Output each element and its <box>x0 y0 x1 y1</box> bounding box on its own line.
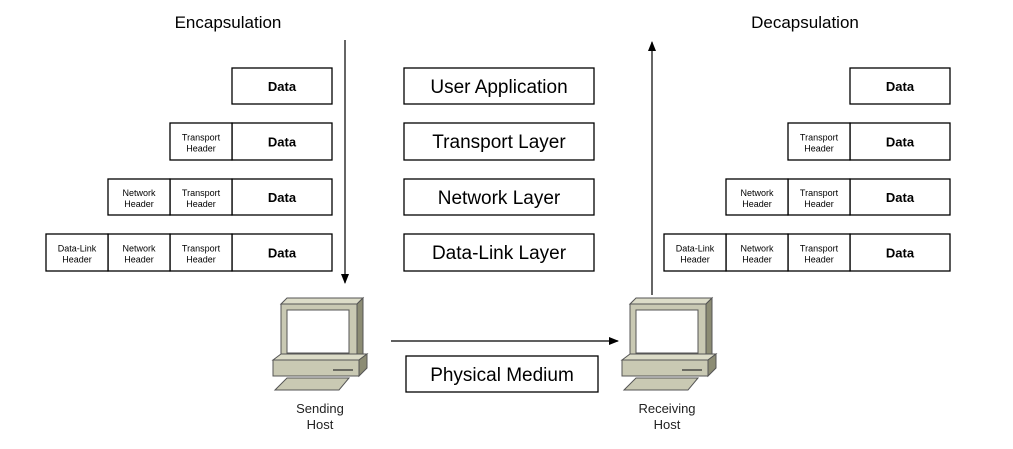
network-header-label: Header <box>742 255 772 265</box>
network-header-label: Network <box>122 188 156 198</box>
svg-text:User Application: User Application <box>430 77 567 98</box>
data-label: Data <box>268 79 297 94</box>
layer-data-link: Data-Link Layer <box>403 233 595 272</box>
encap-data-cell: Data <box>231 233 333 272</box>
network-header-label: Header <box>124 199 154 209</box>
transport-header-label: Header <box>186 144 216 154</box>
decap-data-cell: Data <box>849 67 951 105</box>
transport-header-label: Transport <box>182 188 221 198</box>
transport-header-label: Transport <box>182 133 221 143</box>
transport-header-label: Header <box>186 199 216 209</box>
network-header-label: Header <box>742 199 772 209</box>
data-label: Data <box>268 190 297 205</box>
data-label: Data <box>886 79 915 94</box>
decap-data-cell: Data <box>849 233 951 272</box>
transport-header-label: Header <box>804 255 834 265</box>
network-header-label: Header <box>124 255 154 265</box>
receiving-host-label-2: Host <box>654 417 681 432</box>
decap-packet-row: Data <box>849 67 951 105</box>
layer-transport: Transport Layer <box>403 122 595 161</box>
decap-data-cell: Data <box>849 122 951 161</box>
svg-text:Data-Link Layer: Data-Link Layer <box>432 243 567 264</box>
decap-packet-row: DataTransportHeaderNetworkHeaderData-Lin… <box>663 233 951 272</box>
sending-host-label-1: Sending <box>296 401 344 416</box>
encap-data-cell: Data <box>231 178 333 216</box>
network-header-label: Network <box>740 244 774 254</box>
decap-data-cell: Data <box>849 178 951 216</box>
decapsulation-title: Decapsulation <box>751 13 859 32</box>
transport-header-label: Transport <box>800 133 839 143</box>
data-label: Data <box>268 135 297 150</box>
data-label: Data <box>886 190 915 205</box>
layer-user-application: User Application <box>403 67 595 105</box>
datalink-header-label: Data-Link <box>676 244 715 254</box>
datalink-header-label: Data-Link <box>58 244 97 254</box>
svg-text:Network Layer: Network Layer <box>438 188 561 209</box>
sending-host-label-2: Host <box>307 417 334 432</box>
svg-text:Physical Medium: Physical Medium <box>430 365 574 386</box>
data-label: Data <box>886 135 915 150</box>
receiving-host-label-1: Receiving <box>638 401 695 416</box>
datalink-header-label: Header <box>62 255 92 265</box>
encap-packet-row: Data <box>231 67 333 105</box>
transport-header-label: Header <box>804 144 834 154</box>
encapsulation-title: Encapsulation <box>175 13 282 32</box>
transport-header-label: Transport <box>182 244 221 254</box>
sending-computer-icon <box>272 297 368 391</box>
encap-data-cell: Data <box>231 122 333 161</box>
encap-packet-row: DataTransportHeaderNetworkHeaderData-Lin… <box>45 233 333 272</box>
datalink-header-label: Header <box>680 255 710 265</box>
data-label: Data <box>268 246 297 261</box>
transport-header-label: Header <box>804 199 834 209</box>
layer-network: Network Layer <box>403 178 595 216</box>
transport-header-label: Header <box>186 255 216 265</box>
transport-header-label: Transport <box>800 188 839 198</box>
receiving-computer-icon <box>621 297 717 391</box>
physical-medium: Physical Medium <box>405 355 599 393</box>
network-header-label: Network <box>740 188 774 198</box>
transport-header-label: Transport <box>800 244 839 254</box>
encap-data-cell: Data <box>231 67 333 105</box>
svg-text:Transport Layer: Transport Layer <box>432 132 566 153</box>
packet-rows: DataDataTransportHeaderDataTransportHead… <box>45 67 951 272</box>
data-label: Data <box>886 246 915 261</box>
network-header-label: Network <box>122 244 156 254</box>
